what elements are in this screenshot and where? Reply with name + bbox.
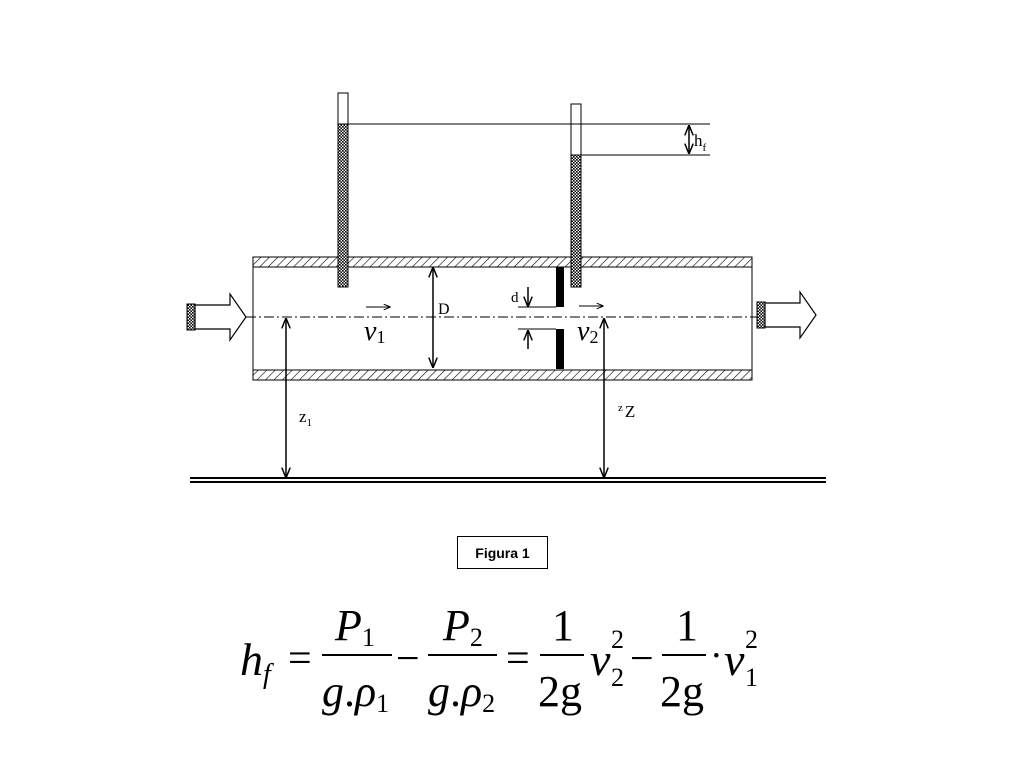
v1-label: v1 — [364, 316, 385, 347]
pipe-top-wall — [252, 256, 753, 268]
inlet-arrow — [186, 292, 247, 342]
diameter-label: D — [438, 301, 450, 318]
orifice-plate-upper — [556, 267, 564, 307]
frac3-denominator: 2g — [538, 667, 582, 716]
formula-v2-sup: 2 — [611, 625, 624, 654]
frac1-numerator: P1 — [334, 601, 375, 652]
formula-hf: hf — [240, 634, 274, 690]
pipe — [228, 256, 765, 381]
outlet-arrow — [756, 290, 817, 340]
v2-label: v2 — [577, 316, 598, 347]
figure-caption: Figura 1 — [457, 536, 548, 569]
formula-eq2: = — [506, 636, 530, 682]
orifice-d-label: d — [511, 290, 519, 306]
formula-v2-squared: v — [590, 634, 611, 685]
frac2-denominator: g.ρ2 — [428, 667, 495, 718]
formula-v1-sub: 1 — [745, 663, 758, 692]
orifice-plate — [556, 267, 564, 369]
formula-v2-sub: 2 — [611, 663, 624, 692]
piezometer-1-liquid — [337, 123, 349, 288]
formula-cdot: · — [710, 635, 723, 677]
outlet-arrow-shape — [764, 290, 817, 340]
frac2-numerator: P2 — [442, 601, 483, 652]
z1-label: z1 — [299, 407, 312, 429]
inlet-arrow-coupling — [186, 303, 196, 331]
hf-label: hf — [694, 131, 707, 154]
piezometer-2-empty — [570, 103, 582, 156]
frac3-numerator: 1 — [552, 601, 574, 650]
inlet-arrow-shape — [194, 292, 247, 342]
frac4-numerator: 1 — [676, 601, 698, 650]
formula-minus1: − — [396, 636, 420, 682]
frac1-denominator: g.ρ1 — [322, 667, 389, 718]
formula-v1-sup: 2 — [745, 625, 758, 654]
pipe-bottom-wall — [252, 369, 753, 381]
piezometer-1 — [337, 92, 349, 288]
formula-eq1: = — [288, 636, 312, 682]
formula: hf = P1 g.ρ1 − P2 g.ρ2 = 1 2g v 2 2 − 1 … — [240, 601, 758, 718]
outlet-arrow-coupling — [756, 301, 766, 329]
formula-minus2: − — [630, 636, 654, 682]
orifice-plate-lower — [556, 329, 564, 369]
frac4-denominator: 2g — [660, 667, 704, 716]
piezometer-2 — [570, 103, 582, 288]
piezometer-1-empty — [337, 92, 349, 125]
formula-v1-squared: v — [724, 634, 745, 685]
piezometer-2-liquid — [570, 154, 582, 288]
